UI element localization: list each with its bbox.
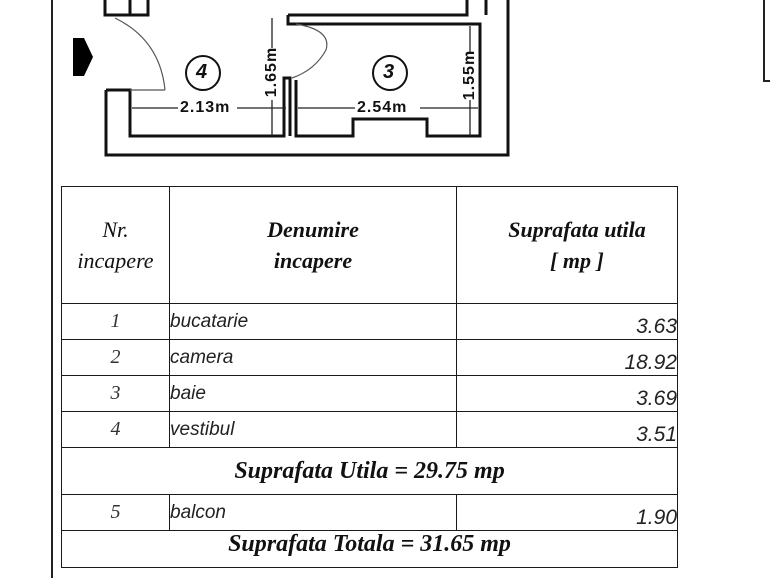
- table-header-row: Nr. incapere Denumire incapere Suprafata…: [61, 186, 678, 304]
- row-name: camera: [169, 339, 457, 376]
- room-4-number: 4: [196, 61, 208, 83]
- usable-total: Suprafata Utila = 29.75 mp: [61, 447, 678, 495]
- grand-total-row: Suprafata Totala = 31.65 mp: [61, 530, 678, 568]
- row-nr: 2: [61, 339, 170, 376]
- table-row: 2 camera 18.92: [61, 339, 678, 376]
- rooms-table: Nr. incapere Denumire incapere Suprafata…: [61, 186, 678, 568]
- room-3-height-label: 1.55m: [461, 49, 478, 101]
- row-name: bucatarie: [169, 303, 457, 340]
- room-4-width-label: 2.13m: [180, 99, 231, 116]
- row-area: 1.90: [456, 494, 678, 531]
- table-row: 5 balcon 1.90: [61, 494, 678, 531]
- table-row: 3 baie 3.69: [61, 375, 678, 412]
- room-3-number: 3: [383, 61, 395, 83]
- row-area: 3.69: [456, 375, 678, 412]
- row-name: baie: [169, 375, 457, 412]
- usable-total-row: Suprafata Utila = 29.75 mp: [61, 447, 678, 495]
- header-name: Denumire incapere: [169, 186, 457, 304]
- header-nr: Nr. incapere: [61, 186, 170, 304]
- grand-total: Suprafata Totala = 31.65 mp: [61, 530, 678, 568]
- page-border-right-top-foot: [763, 80, 770, 82]
- room-3-width-label: 2.54m: [357, 99, 408, 116]
- table-row: 1 bucatarie 3.63: [61, 303, 678, 340]
- row-nr: 1: [61, 303, 170, 340]
- row-name: balcon: [169, 494, 457, 531]
- page-border-left: [51, 0, 53, 578]
- header-area: Suprafata utila [ mp ]: [456, 186, 678, 304]
- room-4-height-label: 1.65m: [263, 46, 280, 98]
- page-border-right-top: [763, 0, 765, 82]
- entrance-arrow-icon: [73, 38, 93, 76]
- row-nr: 3: [61, 375, 170, 412]
- row-nr: 4: [61, 411, 170, 448]
- row-area: 3.63: [456, 303, 678, 340]
- row-area: 18.92: [456, 339, 678, 376]
- row-name: vestibul: [169, 411, 457, 448]
- row-nr: 5: [61, 494, 170, 531]
- table-row: 4 vestibul 3.51: [61, 411, 678, 448]
- floor-plan: [73, 0, 510, 157]
- row-area: 3.51: [456, 411, 678, 448]
